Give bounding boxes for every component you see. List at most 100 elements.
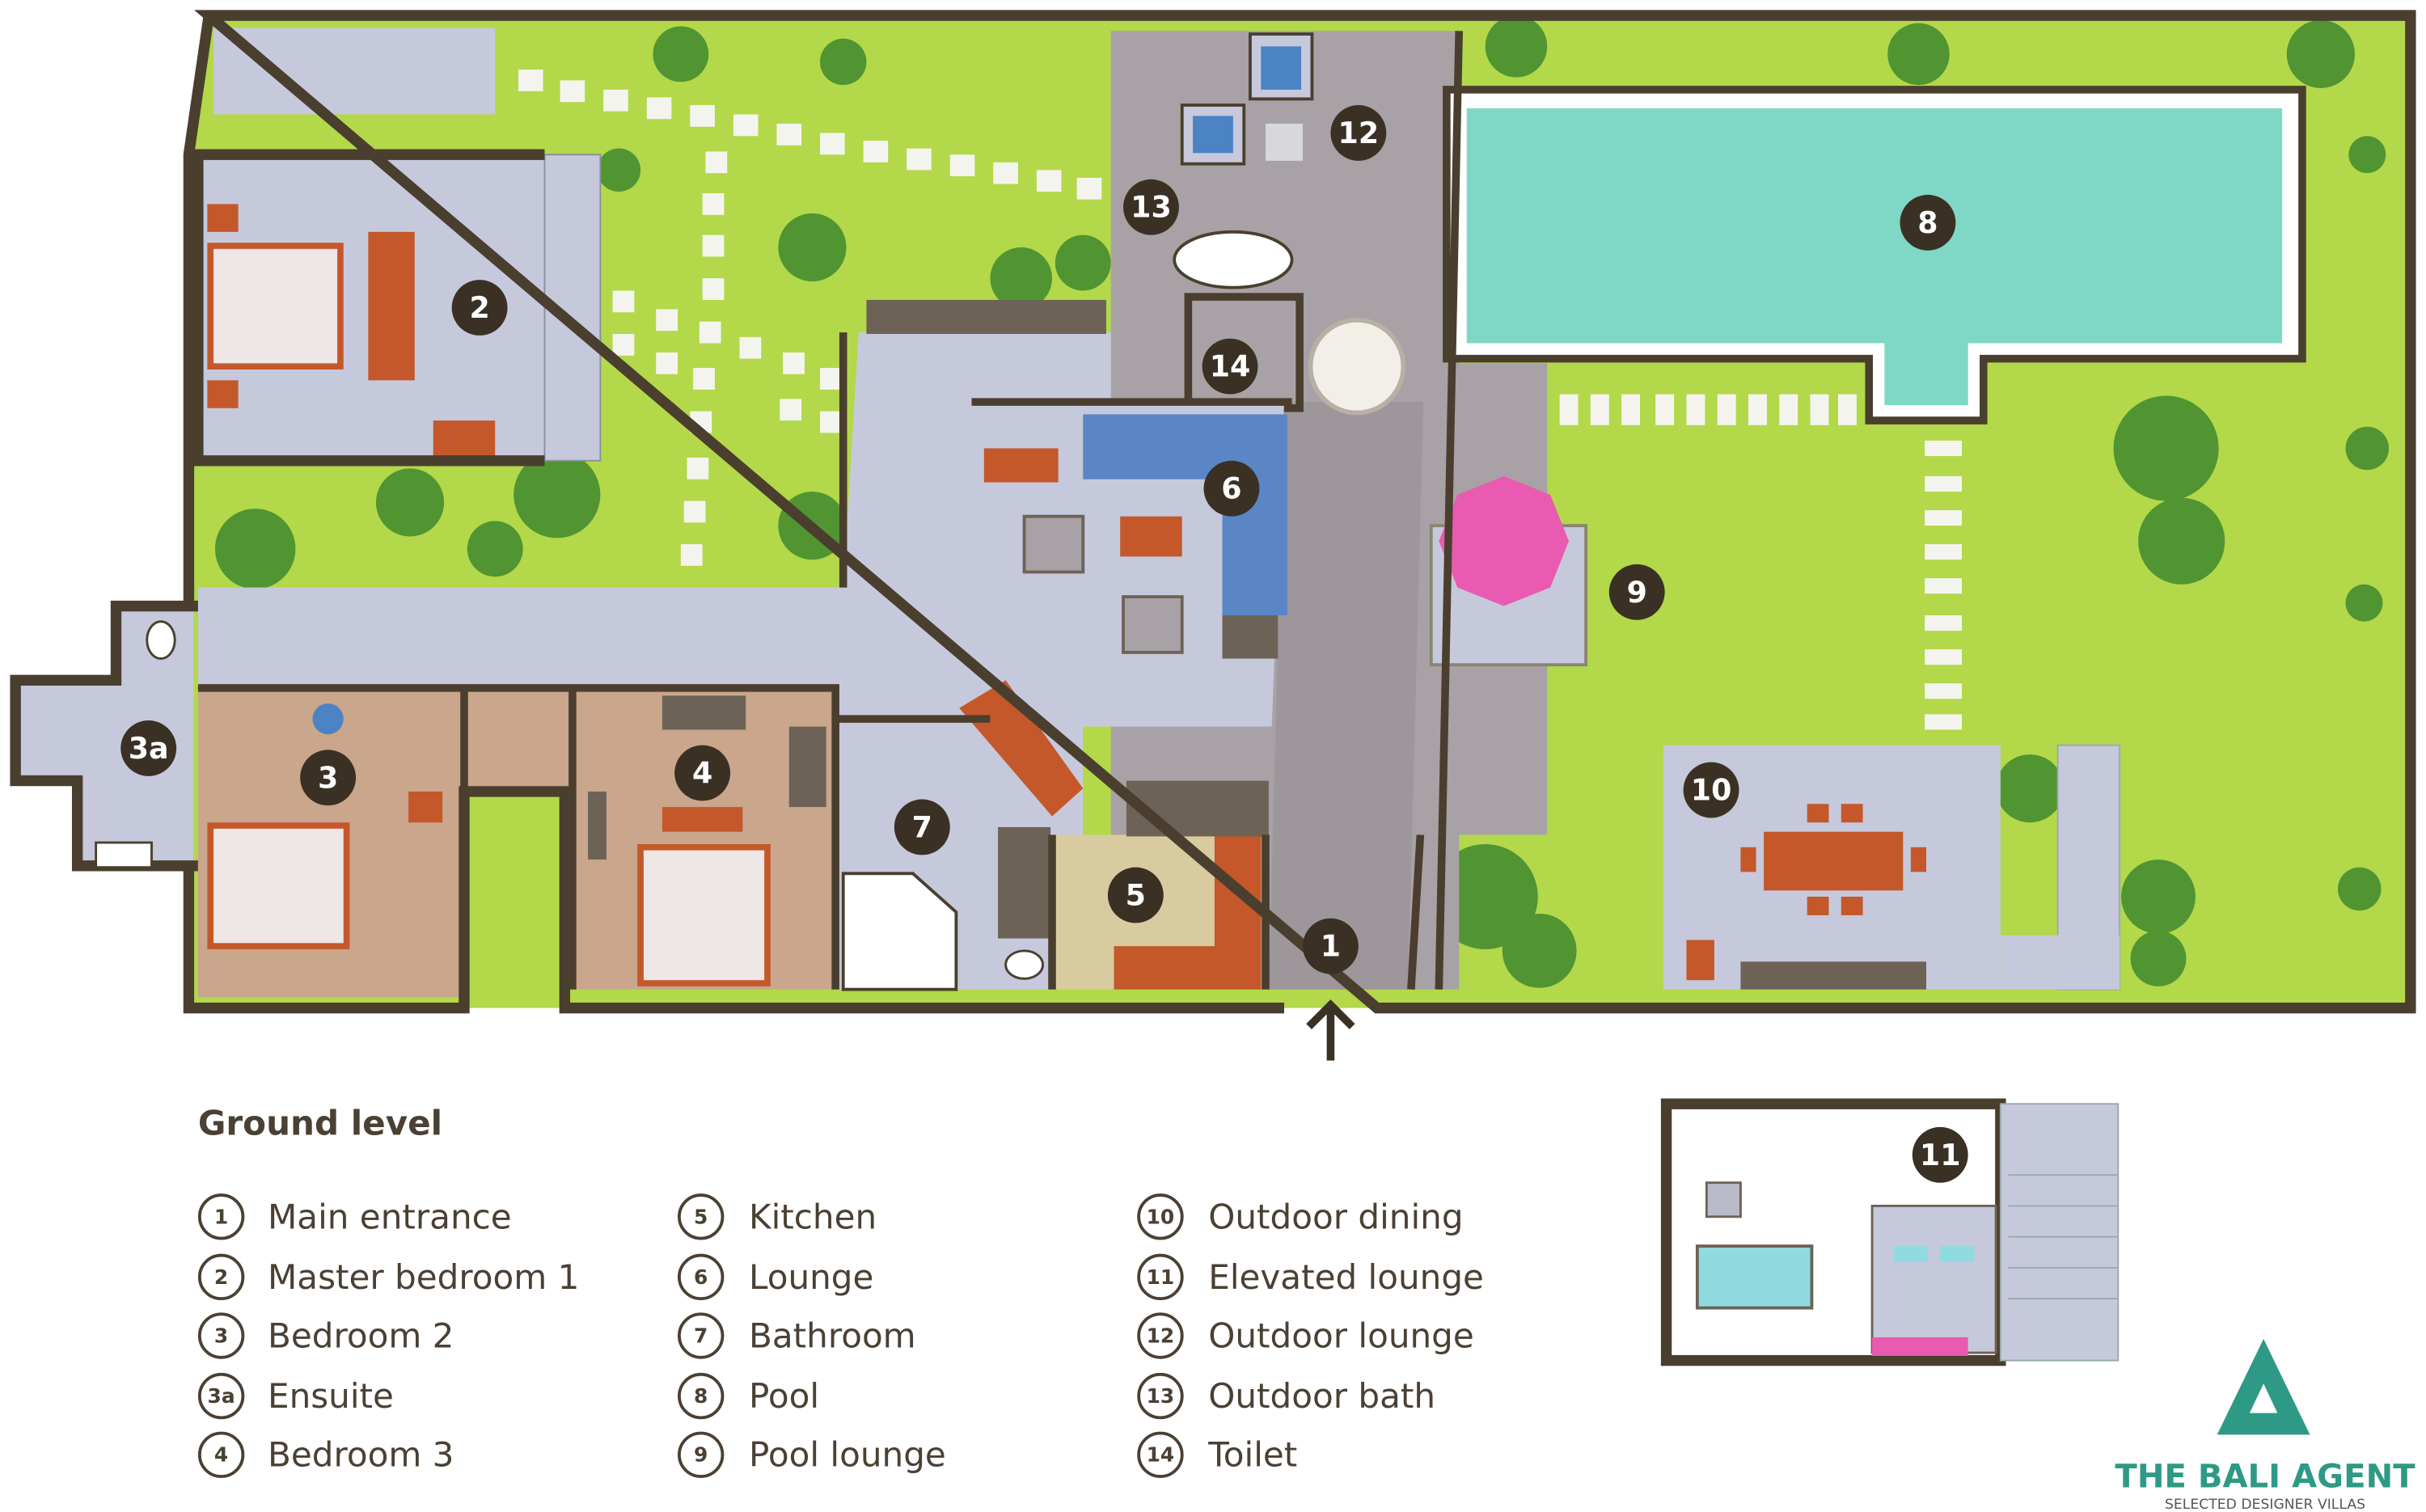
- svg-text:13: 13: [1147, 1384, 1175, 1408]
- legend-item: 9 Pool lounge: [678, 1431, 946, 1478]
- hallway: [463, 687, 573, 789]
- svg-text:13: 13: [1131, 190, 1172, 225]
- landing: [2000, 935, 2120, 990]
- legend-item: 3a Ensuite: [197, 1372, 394, 1420]
- chair: [1807, 804, 1829, 823]
- chair: [1686, 940, 1714, 981]
- svg-text:8: 8: [1917, 205, 1938, 240]
- sink: [95, 841, 153, 869]
- svg-text:3: 3: [214, 1324, 228, 1348]
- svg-text:3a: 3a: [129, 731, 169, 766]
- legend-item: 12 Outdoor lounge: [1137, 1312, 1474, 1359]
- marker-elevated-lounge: 11: [1912, 1126, 1968, 1183]
- svg-text:Pool lounge: Pool lounge: [749, 1435, 946, 1475]
- entrance-arrow-icon: [1306, 999, 1355, 1061]
- plants: [214, 15, 2390, 988]
- outer-wall: [194, 10, 2416, 1014]
- bed-linen: [643, 850, 765, 981]
- svg-text:Outdoor bath: Outdoor bath: [1208, 1376, 1435, 1416]
- bench: [661, 807, 743, 832]
- legend-item: 13 Outdoor bath: [1137, 1372, 1435, 1420]
- bathtub: [1173, 230, 1294, 289]
- legend-item: 14 Toilet: [1137, 1431, 1297, 1478]
- svg-text:Toilet: Toilet: [1207, 1435, 1297, 1475]
- marker-outdoor-bath: 13: [1123, 179, 1179, 235]
- svg-text:1: 1: [1321, 929, 1341, 964]
- svg-text:3: 3: [318, 760, 338, 795]
- svg-text:3a: 3a: [208, 1384, 235, 1408]
- wardrobe: [588, 791, 606, 860]
- chair: [1807, 896, 1829, 915]
- svg-text:Ensuite: Ensuite: [268, 1376, 394, 1416]
- kitchen-counter: [959, 680, 1084, 817]
- svg-text:12: 12: [1338, 116, 1380, 150]
- svg-text:14: 14: [1147, 1443, 1175, 1467]
- marker-main-entrance: 1: [1302, 918, 1359, 974]
- marker-outdoor-dining: 10: [1683, 762, 1739, 818]
- wall: [1435, 31, 1463, 990]
- svg-text:6: 6: [694, 1265, 708, 1289]
- side-table: [1266, 123, 1303, 161]
- svg-text:7: 7: [694, 1324, 708, 1348]
- lounge-chair: [1180, 103, 1246, 166]
- marker-master-bedroom: 2: [451, 280, 508, 336]
- legend-title: Ground level: [198, 1103, 442, 1142]
- chair: [433, 420, 496, 458]
- elevated-lounge-inset: [1660, 1098, 2120, 1366]
- wardrobe: [788, 726, 826, 808]
- chair: [1841, 804, 1863, 823]
- marker-bedroom-2: 3: [300, 750, 357, 806]
- svg-text:7: 7: [912, 809, 932, 844]
- svg-text:Bathroom: Bathroom: [749, 1316, 916, 1356]
- marker-pool-lounge: 9: [1608, 564, 1665, 620]
- wall: [1407, 834, 1425, 990]
- bed-linen: [213, 828, 344, 944]
- chair: [1910, 847, 1927, 872]
- marker-outdoor-lounge: 12: [1330, 105, 1387, 161]
- svg-text:11: 11: [1920, 1138, 1961, 1172]
- table: [312, 703, 344, 735]
- marker-ensuite: 3a: [120, 720, 177, 776]
- svg-text:Outdoor dining: Outdoor dining: [1208, 1197, 1463, 1236]
- svg-text:Bedroom 3: Bedroom 3: [268, 1435, 454, 1475]
- fridge: [998, 826, 1051, 939]
- pool-water: [1466, 108, 2283, 405]
- legend-item: 6 Lounge: [678, 1253, 873, 1301]
- coffee-table: [1120, 516, 1182, 557]
- chair: [983, 448, 1059, 483]
- side-table: [1222, 615, 1279, 659]
- armchair: [1022, 514, 1085, 574]
- svg-text:2: 2: [214, 1265, 228, 1289]
- svg-text:Outdoor lounge: Outdoor lounge: [1208, 1316, 1474, 1356]
- desk: [661, 695, 746, 730]
- svg-text:4: 4: [692, 756, 712, 791]
- svg-text:9: 9: [694, 1443, 708, 1467]
- bali-agent-logo: THE BALI AGENT SELECTED DESIGNER VILLAS: [2115, 1338, 2415, 1512]
- svg-text:Pool: Pool: [749, 1376, 819, 1416]
- round-daybed: [1308, 317, 1406, 416]
- umbrella: [1439, 475, 1570, 606]
- marker-bathroom: 7: [894, 799, 950, 855]
- toilet: [146, 620, 176, 660]
- logo-brand: THE BALI AGENT: [2115, 1458, 2415, 1495]
- ensuite: [15, 606, 194, 866]
- bench: [368, 231, 415, 381]
- svg-text:1: 1: [214, 1205, 228, 1228]
- svg-text:5: 5: [694, 1205, 708, 1228]
- svg-text:10: 10: [1691, 773, 1732, 808]
- svg-text:Lounge: Lounge: [749, 1257, 873, 1297]
- svg-text:10: 10: [1147, 1205, 1175, 1228]
- outer-wall: [183, 15, 214, 606]
- svg-text:9: 9: [1627, 575, 1647, 610]
- svg-text:12: 12: [1147, 1324, 1175, 1348]
- wall: [197, 684, 839, 990]
- nightstand: [207, 204, 239, 232]
- bench: [1740, 961, 1927, 990]
